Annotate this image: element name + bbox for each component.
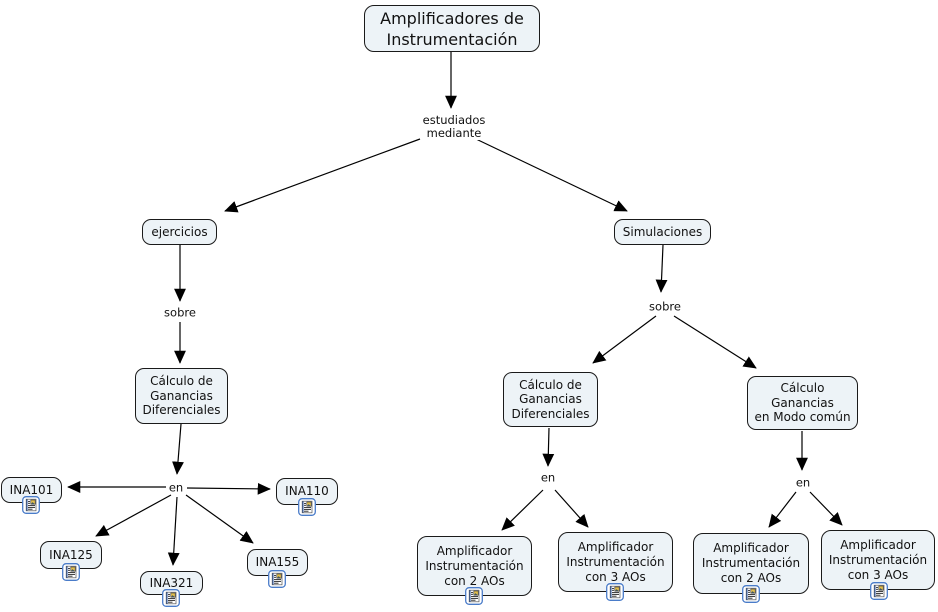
node-label: Amplificador Instrumentación con 2 AOs [425,543,524,588]
node-label: INA155 [255,555,300,570]
node-label: Cálculo de Ganancias Diferenciales [511,377,590,421]
link-estudiados-ejercicios [224,138,421,213]
link-en-amp3-der [809,491,843,526]
resource-icon[interactable] [465,587,483,605]
link-en-amp2-centro [501,489,544,531]
link-sobre-calculo-centro [592,315,657,364]
resource-icon[interactable] [606,583,624,601]
link-en-ina125 [95,494,172,537]
node-label: INA101 [9,482,54,497]
link-en-ina110 [186,482,271,495]
node-label: INA321 [149,575,194,590]
node-label: Simulaciones [622,224,703,239]
concept-node-calculo-ganancias-modo-comun[interactable]: Cálculo Ganancias en Modo común [747,376,858,430]
link-sobre-calculo-modocomun [673,315,757,369]
node-label: Cálculo de Ganancias Diferenciales [142,374,221,418]
link-estudiados-simulaciones [475,138,628,212]
link-en-amp3-centro [554,489,589,528]
resource-icon[interactable] [268,570,286,588]
resource-icon[interactable] [22,496,40,514]
resource-icon[interactable] [62,563,80,581]
link-label-sobre-izq: sobre [162,305,198,320]
node-label: ejercicios [151,224,208,239]
resource-icon[interactable] [162,589,180,607]
concept-node-calculo-ganancias-diferenciales-centro[interactable]: Cálculo de Ganancias Diferenciales [503,372,598,427]
node-label: INA110 [285,484,329,499]
link-calculo-centro-en [542,427,555,467]
link-label-en-der: en [793,475,813,490]
concept-node-ejercicios[interactable]: ejercicios [142,219,217,245]
link-label-sobre-der: sobre [647,299,683,314]
node-label: Amplificador Instrumentación con 3 AOs [566,539,665,584]
link-en-ina155 [185,494,254,544]
node-label: Amplificadores de Instrumentación [380,8,524,49]
node-label: INA125 [49,547,93,562]
resource-icon[interactable] [742,585,760,603]
concept-node-calculo-ganancias-diferenciales-izq[interactable]: Cálculo de Ganancias Diferenciales [135,368,228,424]
link-label-estudiados-mediante: estudiados mediante [420,113,488,140]
link-en-amp2-der [768,491,797,528]
link-simulaciones-sobre [655,244,668,293]
link-label-en-izq: en [166,480,186,495]
link-label-en-centro: en [538,470,558,485]
node-label: Amplificador Instrumentación con 2 AOs [701,541,801,585]
link-en-ina321 [167,496,180,566]
resource-icon[interactable] [870,582,888,600]
link-calculo-izq-en [172,423,184,475]
concept-node-simulaciones[interactable]: Simulaciones [614,219,711,245]
node-label: Cálculo Ganancias en Modo común [754,381,851,425]
resource-icon[interactable] [298,498,316,516]
concept-node-amp-instr-3aos-der[interactable]: Amplificador Instrumentación con 3 AOs [821,530,935,590]
concept-node-amp-instr-3aos-centro[interactable]: Amplificador Instrumentación con 3 AOs [558,532,673,592]
concept-node-amp-instr-2aos-der[interactable]: Amplificador Instrumentación con 2 AOs [693,533,809,594]
concept-node-root[interactable]: Amplificadores de Instrumentación [364,5,540,52]
node-label: Amplificador Instrumentación con 3 AOs [828,537,928,582]
